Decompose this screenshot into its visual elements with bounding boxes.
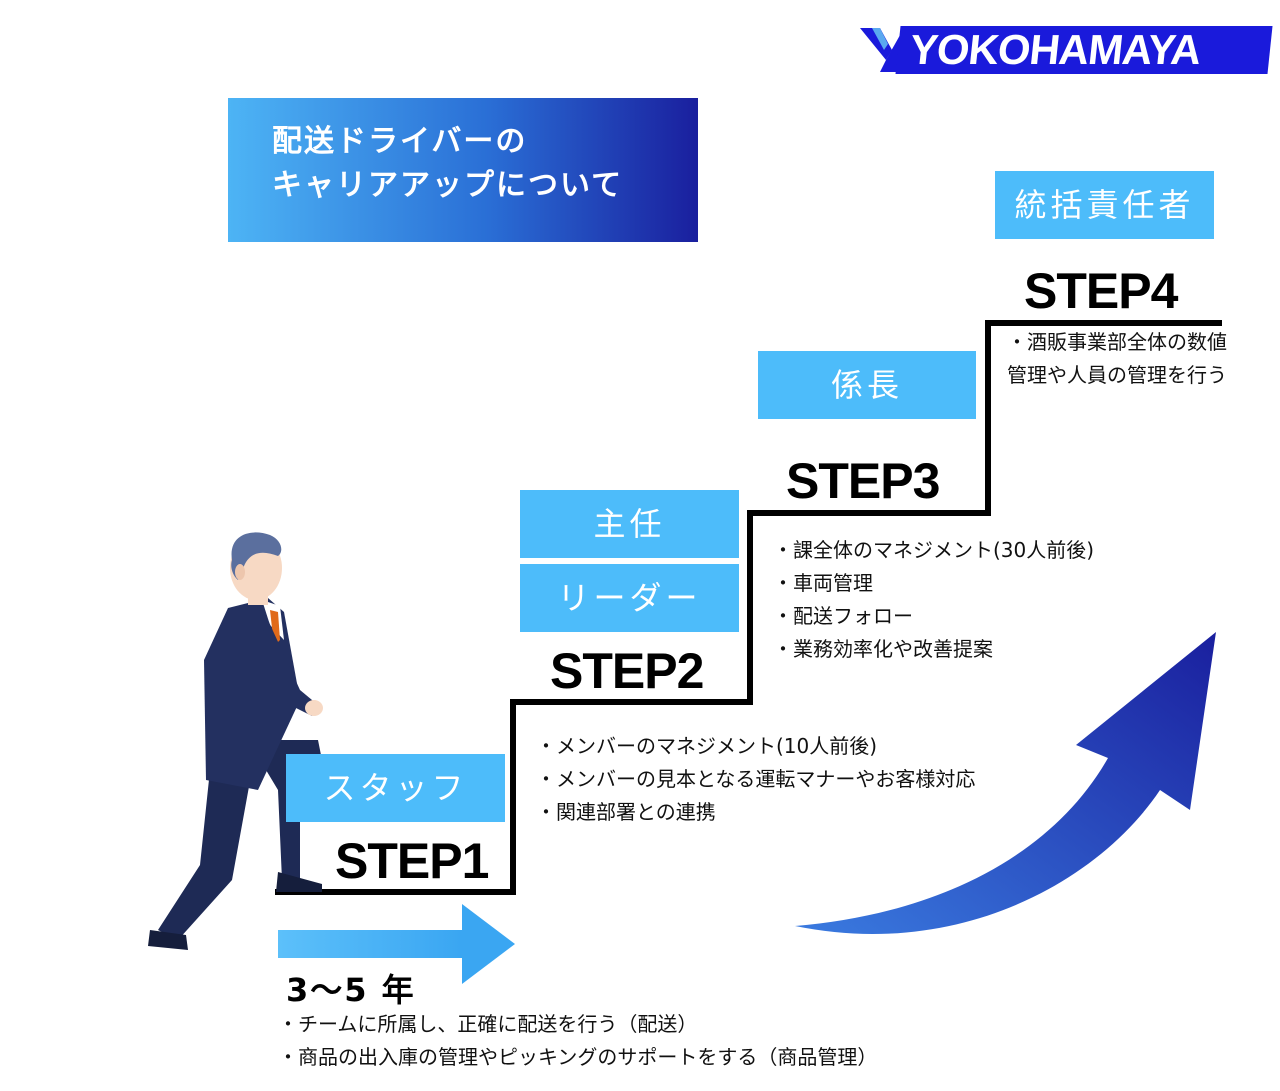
growth-arrow-icon bbox=[795, 632, 1216, 934]
step1-bullet-2: ・商品の出入庫の管理やピッキングのサポートをする（商品管理） bbox=[278, 1045, 878, 1069]
role-chief-label: 主任 bbox=[593, 505, 666, 543]
role-box-chief: 主任 bbox=[520, 490, 739, 558]
role-section-chief-label: 係長 bbox=[830, 366, 903, 404]
role-leader-label: リーダー bbox=[557, 579, 702, 617]
step1-bullet-1: ・チームに所属し、正確に配送を行う（配送） bbox=[278, 1012, 698, 1036]
step3-bullet-3: ・配送フォロー bbox=[773, 604, 913, 628]
step3-bullet-2: ・車両管理 bbox=[773, 571, 873, 595]
step2-description: ・メンバーのマネジメント(10人前後) ・メンバーの見本となる運転マナーやお客様… bbox=[536, 730, 975, 829]
step2-bullet-1: ・メンバーのマネジメント(10人前後) bbox=[536, 734, 878, 758]
step2-bullet-3: ・関連部署との連携 bbox=[536, 800, 716, 824]
title-line-2: キャリアアップについて bbox=[272, 168, 624, 203]
role-box-general-manager: 統括責任者 bbox=[995, 171, 1214, 239]
step1-duration: 3～5 年 bbox=[286, 971, 416, 1009]
step4-bullet-1: ・酒販事業部全体の数値 bbox=[1007, 330, 1227, 354]
step4-bullet-2: 管理や人員の管理を行う bbox=[1007, 363, 1227, 387]
staircase-line bbox=[275, 320, 1222, 895]
brand-logo: YOKOHAMAYA bbox=[858, 24, 1273, 76]
role-staff-label: スタッフ bbox=[323, 769, 468, 807]
title-line-1: 配送ドライバーの bbox=[272, 124, 528, 159]
duration-arrow-icon bbox=[278, 904, 515, 984]
title-banner: 配送ドライバーの キャリアアップについて bbox=[228, 98, 698, 242]
step2-label: STEP2 bbox=[550, 643, 704, 699]
step4-description: ・酒販事業部全体の数値 管理や人員の管理を行う bbox=[1007, 326, 1227, 392]
step3-description: ・課全体のマネジメント(30人前後) ・車両管理 ・配送フォロー ・業務効率化や… bbox=[773, 534, 1094, 666]
role-box-leader: リーダー bbox=[520, 564, 739, 632]
step1-description: ・チームに所属し、正確に配送を行う（配送） ・商品の出入庫の管理やピッキングのサ… bbox=[278, 1008, 877, 1074]
step3-bullet-1: ・課全体のマネジメント(30人前後) bbox=[773, 538, 1095, 562]
step2-bullet-2: ・メンバーの見本となる運転マナーやお客様対応 bbox=[536, 767, 976, 791]
role-box-section-chief: 係長 bbox=[758, 351, 976, 419]
step3-label: STEP3 bbox=[786, 453, 940, 509]
step4-label: STEP4 bbox=[1024, 263, 1178, 319]
role-general-manager-label: 統括責任者 bbox=[1014, 186, 1195, 224]
businessman-illustration bbox=[148, 532, 324, 950]
step1-label: STEP1 bbox=[335, 833, 489, 889]
step3-bullet-4: ・業務効率化や改善提案 bbox=[773, 637, 993, 661]
role-box-staff: スタッフ bbox=[286, 754, 505, 822]
